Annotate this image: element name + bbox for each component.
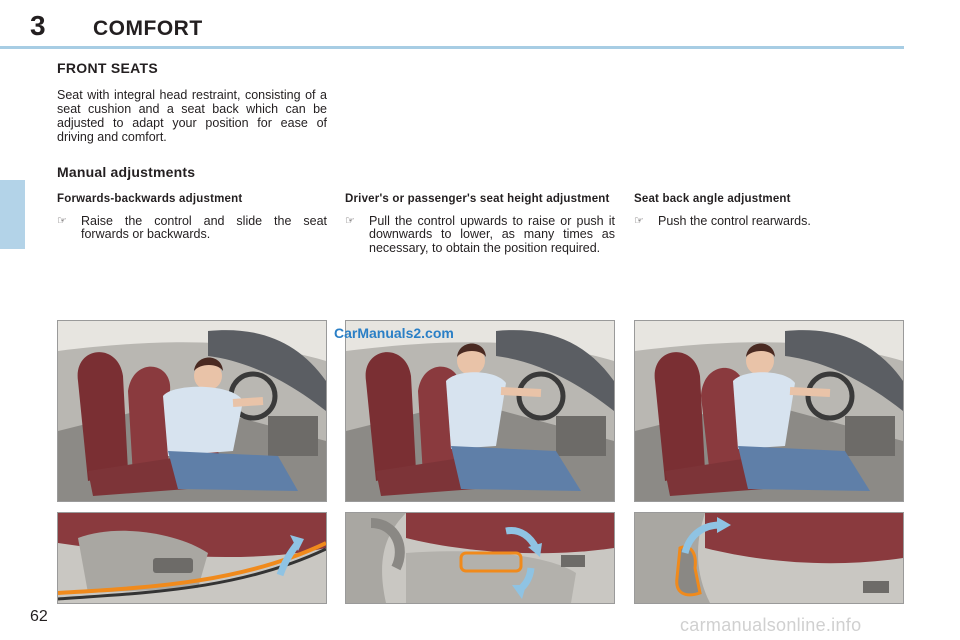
illustration-forwards-backwards bbox=[57, 320, 327, 502]
detail-seat-height-control bbox=[345, 512, 615, 604]
instruction-bullet: ☞ Raise the control and slide the seat f… bbox=[57, 213, 327, 242]
watermark: CarManuals2.com bbox=[334, 325, 454, 341]
column-seat-back-angle: Seat back angle adjustment ☞ Push the co… bbox=[634, 193, 904, 228]
illustration-seat-back-angle bbox=[634, 320, 904, 502]
instruction-bullet: ☞ Pull the control upwards to raise or p… bbox=[345, 213, 615, 256]
manual-adjustments-title: Manual adjustments bbox=[57, 164, 196, 180]
column-forwards-backwards: Forwards-backwards adjustment ☞ Raise th… bbox=[57, 193, 327, 242]
pointing-hand-icon: ☞ bbox=[345, 214, 355, 227]
section-intro: Seat with integral head restraint, consi… bbox=[57, 88, 327, 144]
pointing-hand-icon: ☞ bbox=[57, 214, 67, 227]
section-title: FRONT SEATS bbox=[57, 60, 159, 76]
instruction-text: Pull the control upwards to raise or pus… bbox=[369, 213, 615, 255]
illustration-seat-height bbox=[345, 320, 615, 502]
column-heading: Forwards-backwards adjustment bbox=[57, 193, 243, 205]
column-seat-height: Driver's or passenger's seat height adju… bbox=[345, 193, 615, 255]
chapter-side-tab bbox=[0, 180, 25, 249]
column-heading: Driver's or passenger's seat height adju… bbox=[345, 193, 610, 205]
chapter-title: COMFORT bbox=[93, 17, 203, 40]
instruction-text: Push the control rearwards. bbox=[658, 213, 811, 228]
detail-forwards-backwards-control bbox=[57, 512, 327, 604]
column-heading: Seat back angle adjustment bbox=[634, 193, 791, 205]
header-rule bbox=[0, 46, 904, 49]
chapter-number: 3 bbox=[30, 10, 46, 41]
footer-watermark: carmanualsonline.info bbox=[680, 615, 862, 635]
page-number: 62 bbox=[30, 608, 48, 625]
pointing-hand-icon: ☞ bbox=[634, 214, 644, 227]
instruction-text: Raise the control and slide the seat for… bbox=[81, 213, 327, 241]
instruction-bullet: ☞ Push the control rearwards. bbox=[634, 213, 904, 229]
detail-seat-back-control bbox=[634, 512, 904, 604]
